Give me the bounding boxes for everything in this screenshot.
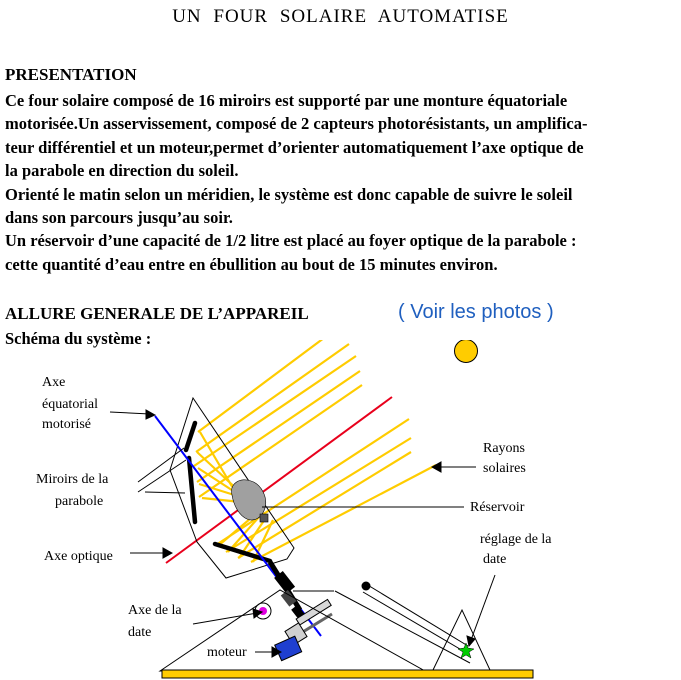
presentation-text: Ce four solaire composé de 16 miroirs es… xyxy=(5,89,665,276)
base-ground xyxy=(161,669,534,679)
label-rayons-1: Rayons xyxy=(483,441,525,456)
presentation-line: Un réservoir d’une capacité de 1/2 litre… xyxy=(5,231,577,251)
presentation-line: Ce four solaire composé de 16 miroirs es… xyxy=(5,91,568,110)
parabola-frame xyxy=(169,396,295,579)
label-axe-date-1: Axe de la xyxy=(128,603,182,618)
label-moteur: moteur xyxy=(207,645,247,660)
equatorial-mount xyxy=(267,560,471,664)
label-reglage-2: date xyxy=(483,552,506,567)
reservoir-icon xyxy=(231,479,266,521)
label-axe-date-2: date xyxy=(128,625,151,640)
date-adjustment-frame xyxy=(432,608,491,671)
parabola-mirrors xyxy=(183,420,273,564)
label-reservoir: Réservoir xyxy=(470,500,525,515)
presentation-line: Orienté le matin selon un méridien, le s… xyxy=(5,184,573,204)
presentation-line: dans son parcours jusqu’au soir. xyxy=(5,208,233,228)
presentation-line: cette quantité d’eau entre en ébullition… xyxy=(5,254,498,274)
page-title: UN FOUR SOLAIRE AUTOMATISE xyxy=(172,6,509,27)
presentation-line: la parabole en direction du soleil. xyxy=(5,161,239,181)
solar-rays xyxy=(193,340,437,563)
allure-heading: ALLURE GENERALE DE L’APPAREIL xyxy=(5,304,309,323)
label-axe-equatorial-1: Axe xyxy=(42,375,65,390)
presentation-line: motorisée.Un asservissement, composé de … xyxy=(5,114,588,134)
label-axe-optique: Axe optique xyxy=(44,549,113,564)
label-miroirs-1: Miroirs de la xyxy=(36,472,109,487)
solar-oven-diagram: Axe équatorial motorisé Miroirs de la pa… xyxy=(36,340,552,679)
label-axe-equatorial-2: équatorial xyxy=(42,397,98,412)
label-pointers xyxy=(109,409,496,658)
presentation-heading: PRESENTATION xyxy=(5,65,137,84)
presentation-line: teur différentiel et un moteur,permet d’… xyxy=(5,137,584,157)
label-axe-equatorial-3: motorisé xyxy=(42,417,91,432)
label-reglage-1: réglage de la xyxy=(480,532,552,547)
sun-icon xyxy=(454,340,478,363)
optical-axis xyxy=(165,396,393,564)
label-rayons-2: solaires xyxy=(483,461,526,476)
reservoir-support xyxy=(259,513,269,523)
label-miroirs-2: parabole xyxy=(55,494,103,509)
see-photos-link[interactable]: ( Voir les photos ) xyxy=(398,301,554,323)
schema-label: Schéma du système : xyxy=(5,329,152,348)
date-marker-icon xyxy=(457,642,475,659)
